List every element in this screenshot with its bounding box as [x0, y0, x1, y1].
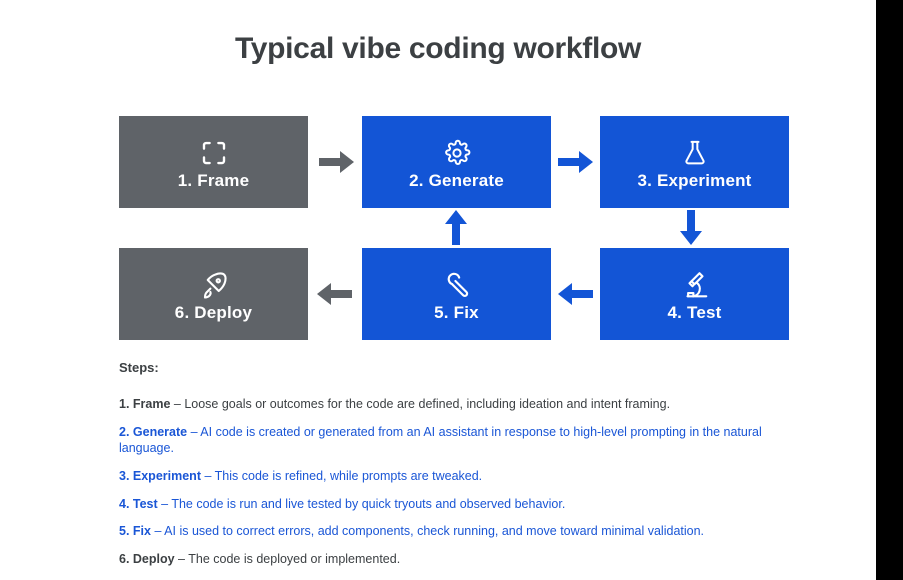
arrow-up-fix-to-generate-icon: [438, 208, 474, 248]
flask-icon: [681, 136, 709, 170]
flow-box-label: 3. Experiment: [637, 170, 752, 190]
step-body: – Loose goals or outcomes for the code a…: [170, 397, 671, 411]
flow-box-label: 1. Frame: [177, 170, 250, 190]
step-body: – AI code is created or generated from a…: [119, 424, 762, 456]
arrow-left-fix-to-deploy-icon: [313, 276, 357, 312]
step-item-frame: 1. Frame – Loose goals or outcomes for t…: [119, 396, 819, 413]
arrow-down-experiment-to-test-icon: [673, 208, 709, 248]
step-body: – This code is refined, while prompts ar…: [200, 468, 483, 483]
flow-box-label: 4. Test: [667, 302, 722, 322]
flow-box-frame[interactable]: 1. Frame: [119, 116, 308, 208]
slide-canvas: Typical vibe coding workflow 1. Frame 2.…: [119, 32, 819, 578]
step-head: 5. Fix: [119, 524, 151, 539]
flow-box-fix[interactable]: 5. Fix: [362, 248, 551, 340]
flow-box-experiment[interactable]: 3. Experiment: [600, 116, 789, 208]
wrench-icon: [442, 268, 471, 302]
step-head: 3. Experiment: [119, 468, 201, 483]
step-item-generate: 2. Generate – AI code is created or gene…: [119, 424, 819, 457]
flow-box-label: 5. Fix: [434, 302, 479, 322]
page-title: Typical vibe coding workflow: [234, 32, 642, 65]
rocket-icon: [199, 268, 229, 302]
step-item-experiment: 3. Experiment – This code is refined, wh…: [119, 468, 819, 485]
step-head: 2. Generate: [119, 424, 188, 439]
gear-icon: [443, 136, 471, 170]
step-item-deploy: 6. Deploy – The code is deployed or impl…: [119, 551, 819, 568]
arrow-left-test-to-fix-icon: [554, 276, 598, 312]
flow-box-generate[interactable]: 2. Generate: [362, 116, 551, 208]
steps-heading: Steps:: [119, 360, 159, 375]
step-head: 1. Frame: [119, 397, 171, 411]
microscope-icon: [680, 268, 710, 302]
flow-box-deploy[interactable]: 6. Deploy: [119, 248, 308, 340]
arrow-right-frame-to-generate-icon: [315, 144, 359, 180]
crop-frame-icon: [199, 136, 229, 170]
step-head: 4. Test: [119, 496, 158, 511]
step-body: – AI is used to correct errors, add comp…: [150, 524, 705, 539]
step-head: 6. Deploy: [119, 551, 175, 566]
flow-box-label: 2. Generate: [409, 170, 504, 190]
arrow-right-generate-to-experiment-icon: [554, 144, 598, 180]
right-edge-bar: [876, 0, 903, 580]
steps-list: 1. Frame – Loose goals or outcomes for t…: [119, 396, 819, 578]
step-item-test: 4. Test – The code is run and live teste…: [119, 496, 819, 513]
flow-box-label: 6. Deploy: [174, 302, 253, 322]
flow-box-test[interactable]: 4. Test: [600, 248, 789, 340]
step-item-fix: 5. Fix – AI is used to correct errors, a…: [119, 523, 819, 540]
step-body: – The code is run and live tested by qui…: [157, 496, 566, 511]
step-body: – The code is deployed or implemented.: [174, 551, 401, 566]
